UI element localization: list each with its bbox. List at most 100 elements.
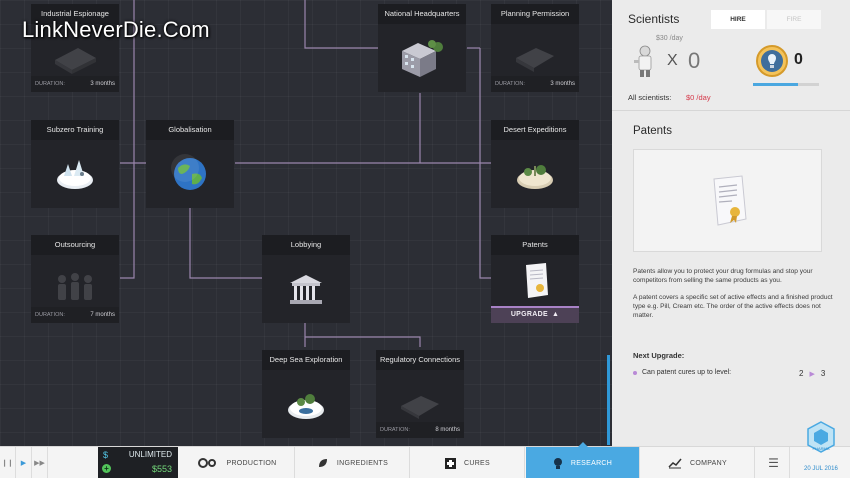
detail-description-1: Patents allow you to protect your drug f… xyxy=(633,268,813,284)
node-industrial-espionage[interactable]: Industrial Espionage DURATION: 3 months xyxy=(31,4,119,92)
globe-icon xyxy=(171,154,206,190)
lightbulb-icon xyxy=(553,457,562,469)
gears-icon xyxy=(198,458,217,468)
duration-value: 3 months xyxy=(550,81,575,87)
handshake-icon xyxy=(401,396,439,419)
node-image xyxy=(146,140,234,208)
arrow-up-icon: ▲ xyxy=(551,311,560,318)
lightbulb-icon xyxy=(755,44,789,83)
tree-scrollbar[interactable] xyxy=(607,355,610,445)
headquarters-building-icon xyxy=(402,40,443,77)
node-deep-sea-exploration[interactable]: Deep Sea Exploration xyxy=(262,350,350,438)
node-planning-permission[interactable]: Planning Permission DURATION: 3 months xyxy=(491,4,579,92)
node-national-headquarters[interactable]: National Headquarters xyxy=(378,4,466,92)
level-change: 2 ▶ 3 xyxy=(799,369,825,378)
duration-value: 8 months xyxy=(435,427,460,433)
government-building-icon xyxy=(290,275,322,304)
detail-title: Patents xyxy=(633,125,672,137)
node-subzero-training[interactable]: Subzero Training xyxy=(31,120,119,208)
patent-document-icon xyxy=(526,262,548,298)
money-unlimited: UNLIMITED xyxy=(128,450,172,459)
research-tree: Industrial Espionage DURATION: 3 months … xyxy=(0,0,612,446)
fire-button[interactable]: FIRE xyxy=(767,10,821,29)
ice-island-icon xyxy=(57,160,93,189)
node-title: Patents xyxy=(491,235,579,255)
detail-description-2: A patent covers a specific set of active… xyxy=(633,294,833,319)
duration-label: DURATION: xyxy=(35,312,65,318)
tab-cures[interactable]: CURES xyxy=(411,447,525,478)
next-upgrade-label: Next Upgrade: xyxy=(633,351,685,360)
node-globalisation[interactable]: Globalisation xyxy=(146,120,234,208)
menu-icon[interactable]: ☰ xyxy=(758,447,790,478)
node-outsourcing[interactable]: Outsourcing DURATION: 7 months xyxy=(31,235,119,323)
game-logo: PHARMA xyxy=(806,421,836,458)
tab-company[interactable]: COMPANY xyxy=(641,447,755,478)
divider xyxy=(612,110,850,111)
next-upgrade-text: Can patent cures up to level: xyxy=(642,369,732,376)
node-image xyxy=(262,255,350,323)
all-scientists-label: All scientists: xyxy=(628,93,672,102)
briefcase-icon xyxy=(55,48,96,74)
node-patents[interactable]: Patents UPGRADE ▲ xyxy=(491,235,579,323)
duration-value: 7 months xyxy=(90,312,115,318)
blueprint-icon xyxy=(516,48,554,72)
node-title: Deep Sea Exploration xyxy=(262,350,350,370)
next-upgrade-item: Can patent cures up to level: xyxy=(633,369,731,376)
node-image xyxy=(376,370,464,438)
node-desert-expeditions[interactable]: Desert Expeditions xyxy=(491,120,579,208)
medical-cross-icon xyxy=(444,457,456,469)
tab-label: RESEARCH xyxy=(570,459,613,467)
node-title: Planning Permission xyxy=(491,4,579,24)
node-image xyxy=(491,140,579,208)
node-image xyxy=(31,140,119,208)
arrow-right-icon: ▶ xyxy=(809,370,815,378)
scientist-icon xyxy=(632,44,658,83)
money-display: $ UNLIMITED + $553 xyxy=(98,447,178,478)
node-image xyxy=(31,255,119,323)
game-date: 20 JUL 2016 xyxy=(804,466,838,472)
duration-label: DURATION: xyxy=(35,81,65,87)
dollar-icon: $ xyxy=(103,450,109,460)
hire-button[interactable]: HIRE xyxy=(711,10,765,29)
workers-icon xyxy=(58,273,92,300)
node-image xyxy=(491,255,579,306)
pause-icon[interactable]: ❙❙ xyxy=(0,447,16,478)
research-progress-fill xyxy=(753,83,798,86)
duration-label: DURATION: xyxy=(495,81,525,87)
duration-value: 3 months xyxy=(90,81,115,87)
patent-document-icon xyxy=(712,174,747,226)
node-title: Globalisation xyxy=(146,120,234,140)
duration-row: DURATION: 3 months xyxy=(491,76,579,92)
fast-forward-icon[interactable]: ▶▶ xyxy=(32,447,48,478)
tab-production[interactable]: PRODUCTION xyxy=(181,447,295,478)
node-lobbying[interactable]: Lobbying xyxy=(262,235,350,323)
scientist-cost: $30 /day xyxy=(656,35,683,42)
node-title: Subzero Training xyxy=(31,120,119,140)
sea-island-icon xyxy=(288,394,324,419)
scientist-count: 0 xyxy=(688,48,701,73)
tab-label: PRODUCTION xyxy=(226,459,277,467)
research-progress-bar xyxy=(753,83,819,86)
upgrade-button[interactable]: UPGRADE ▲ xyxy=(491,306,579,323)
node-title: Industrial Espionage xyxy=(31,4,119,24)
node-regulatory-connections[interactable]: Regulatory Connections DURATION: 8 month… xyxy=(376,350,464,438)
details-panel: Scientists HIRE FIRE $30 /day X 0 0 All … xyxy=(612,0,850,446)
play-icon[interactable]: ▶ xyxy=(16,447,32,478)
add-money-icon[interactable]: + xyxy=(102,464,111,473)
leaf-icon xyxy=(318,459,327,467)
chart-icon xyxy=(668,458,682,469)
tree-connectors xyxy=(120,0,491,347)
tab-ingredients[interactable]: INGREDIENTS xyxy=(296,447,410,478)
upgrade-label: UPGRADE xyxy=(510,311,548,318)
logo-text: PHARMA xyxy=(812,446,829,451)
duration-row: DURATION: 3 months xyxy=(31,76,119,92)
node-image xyxy=(491,24,579,92)
duration-row: DURATION: 8 months xyxy=(376,422,464,438)
node-image xyxy=(31,24,119,92)
money-amount: $553 xyxy=(151,464,172,474)
tab-research[interactable]: RESEARCH xyxy=(526,442,640,478)
node-image xyxy=(262,370,350,438)
node-title: Desert Expeditions xyxy=(491,120,579,140)
bottom-bar: ❙❙ ▶ ▶▶ $ UNLIMITED + $553 PRODUCTION IN… xyxy=(0,442,850,478)
node-title: Lobbying xyxy=(262,235,350,255)
